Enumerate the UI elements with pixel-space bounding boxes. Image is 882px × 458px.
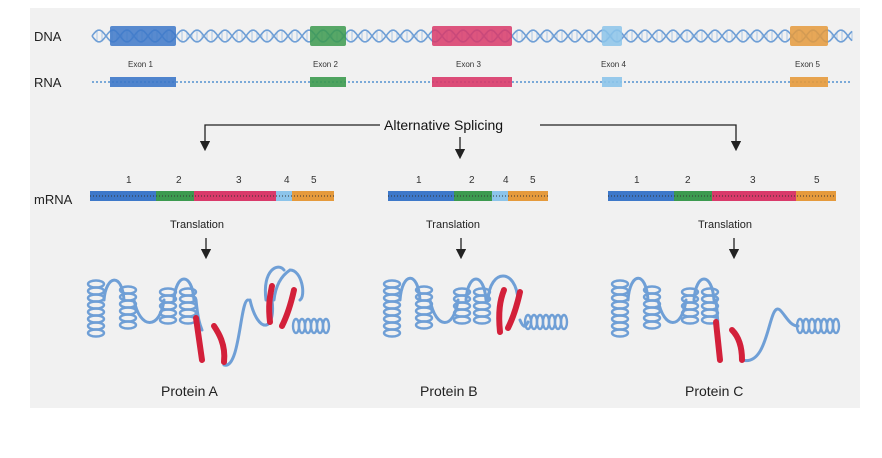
rna-exon-2	[310, 77, 346, 87]
dna-exon-1	[110, 26, 176, 46]
protein-a-label: Protein A	[161, 383, 218, 399]
protein-b-beta-sheets	[496, 287, 523, 335]
protein-c-terminal-helix	[795, 317, 841, 335]
helix-turn	[472, 315, 492, 325]
rna-exon-4	[602, 77, 622, 87]
isoform-a-number-4: 4	[284, 175, 290, 186]
mrna-c-segment-3	[712, 191, 796, 201]
mrna-a-segment-3	[194, 191, 276, 201]
isoform-a-translation-label: Translation	[170, 219, 225, 231]
helix-turn	[610, 328, 630, 338]
isoform-b-translation-label: Translation	[426, 219, 481, 231]
helix-turn	[382, 328, 402, 338]
helix-turn	[680, 315, 700, 325]
protein-c-label: Protein C	[685, 383, 744, 399]
protein-b-helix-4	[472, 287, 492, 325]
isoform-b-number-1: 1	[416, 175, 422, 186]
diagram-panel	[30, 8, 860, 408]
isoform-a-number-2: 2	[176, 175, 182, 186]
isoform-c-number-1: 1	[634, 175, 640, 186]
protein-c-terminal-helices	[795, 317, 841, 335]
helix-turn	[321, 317, 331, 335]
dna-exon-regions	[110, 26, 828, 46]
protein-c-helix-3	[680, 287, 700, 325]
helix-turn	[158, 315, 178, 325]
dna-exon-4	[602, 26, 622, 46]
isoform-c-number-2: 2	[685, 175, 691, 186]
splicing-branch-lines	[199, 124, 742, 160]
isoform-b-number-2: 2	[469, 175, 475, 186]
isoform-c-number-3: 3	[750, 175, 756, 186]
rna-row-label: RNA	[34, 75, 62, 90]
helix-turn	[452, 315, 472, 325]
helix-turn	[414, 320, 434, 330]
protein-b-structure	[382, 274, 569, 338]
protein-a-helix-1	[86, 279, 106, 338]
helix-turn	[118, 320, 138, 330]
protein-c-structure	[610, 276, 800, 362]
rna-exon-3	[432, 77, 512, 87]
mrna-a-segment-4	[276, 191, 292, 201]
rna-exon-regions	[110, 77, 828, 87]
isoform-a-number-5: 5	[311, 175, 317, 186]
protein-a-helix-2	[118, 285, 138, 330]
protein-a-beta-sheets	[193, 283, 297, 365]
dna-exon-5	[790, 26, 828, 46]
dna-row-label: DNA	[34, 29, 62, 44]
protein-c-helix-1	[610, 279, 630, 338]
translation-arrows	[200, 238, 740, 260]
alternative-splicing-title: Alternative Splicing	[381, 117, 507, 133]
exon-2-label: Exon 2	[313, 60, 338, 69]
protein-b-terminal-helix	[523, 313, 569, 331]
isoform-a-number-1: 1	[126, 175, 132, 186]
helix-turn	[831, 317, 841, 335]
exon-4-label: Exon 4	[601, 60, 626, 69]
isoform-a-number-3: 3	[236, 175, 242, 186]
mrna-row-label: mRNA	[34, 192, 73, 207]
isoform-b-number-4: 4	[503, 175, 509, 186]
dna-exon-2	[310, 26, 346, 46]
protein-a-terminal-helix	[291, 317, 331, 335]
helix-turn	[559, 313, 569, 331]
isoform-c-translation-label: Translation	[698, 219, 753, 231]
mrna-isoform-bars	[90, 191, 836, 201]
exon-1-label: Exon 1	[128, 60, 153, 69]
protein-b-label: Protein B	[420, 383, 478, 399]
mrna-b-segment-4	[508, 191, 548, 201]
exon-3-label: Exon 3	[456, 60, 481, 69]
rna-exon-5	[790, 77, 828, 87]
isoform-c-number-5: 5	[814, 175, 820, 186]
exon-5-label: Exon 5	[795, 60, 820, 69]
protein-a-structure	[86, 265, 331, 367]
helix-turn	[642, 320, 662, 330]
helix-turn	[86, 328, 106, 338]
rna-exon-1	[110, 77, 176, 87]
isoform-b-number-5: 5	[530, 175, 536, 186]
protein-b-helix-1	[382, 279, 402, 338]
protein-c-beta-sheets	[713, 319, 745, 363]
dna-exon-3	[432, 26, 512, 46]
